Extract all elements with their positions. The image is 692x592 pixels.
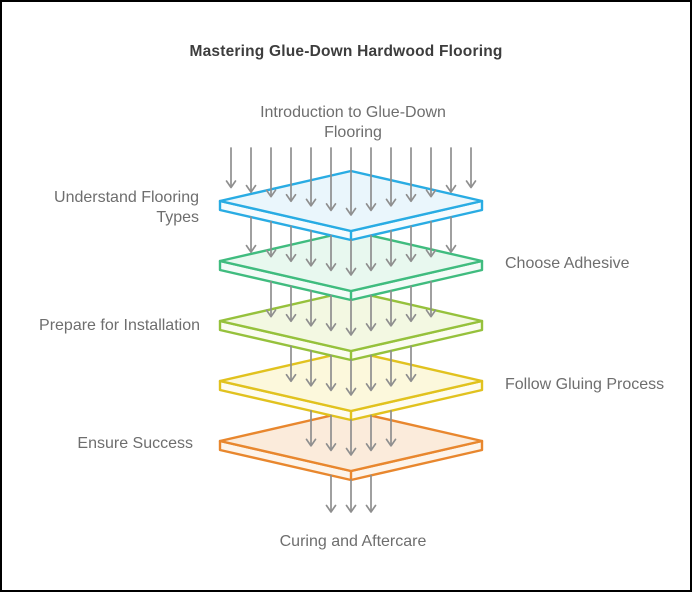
layer-label-understand-flooring-types: Understand Flooring Types: [54, 189, 199, 226]
start-node-label: Introduction to Glue-Down Flooring: [260, 104, 446, 141]
layer-label-ensure-success: Ensure Success: [77, 435, 193, 452]
flow-arrows: [225, 147, 477, 513]
layer-label-choose-adhesive: Choose Adhesive: [505, 255, 630, 272]
layer-label-follow-gluing-process: Follow Gluing Process: [505, 376, 665, 393]
end-node-label: Curing and Aftercare: [279, 533, 427, 550]
layer-label-prepare-for-installation: Prepare for Installation: [39, 317, 200, 334]
diagram-title: Mastering Glue-Down Hardwood Flooring: [189, 43, 503, 60]
